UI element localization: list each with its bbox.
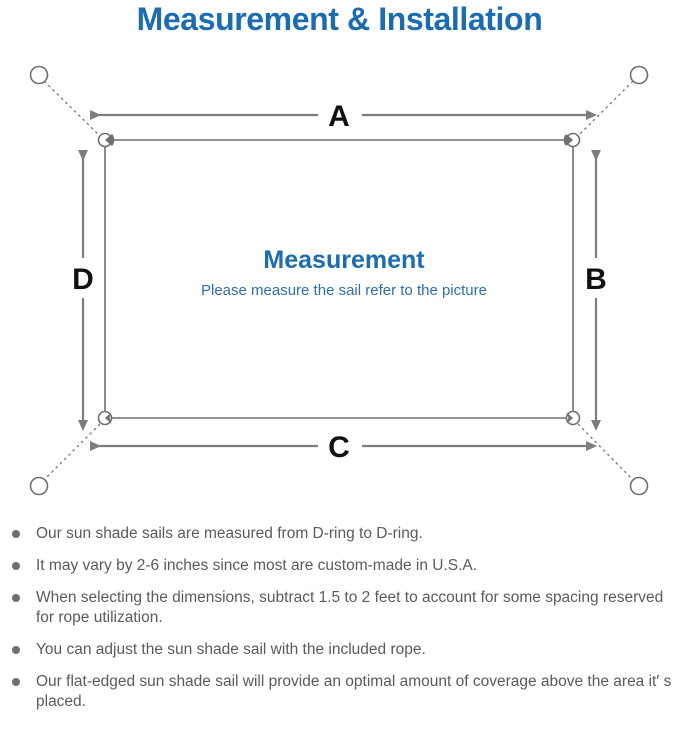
d-ring-tab-bottom-left [105, 412, 112, 424]
sail-center-subheading: Please measure the sail refer to the pic… [201, 282, 487, 299]
list-item: Our flat-edged sun shade sail will provi… [10, 672, 675, 712]
list-item: You can adjust the sun shade sail with t… [10, 640, 675, 660]
list-item: It may vary by 2-6 inches since most are… [10, 556, 675, 576]
anchor-top-left-icon [29, 65, 49, 85]
anchor-circles [29, 65, 649, 496]
bullet-icon [12, 646, 20, 654]
d-ring-tabs [105, 134, 573, 424]
notes-list: Our sun shade sails are measured from D-… [10, 524, 675, 724]
list-item-text: Our flat-edged sun shade sail will provi… [36, 673, 672, 710]
list-item-text: Our sun shade sails are measured from D-… [36, 525, 423, 542]
rope-bottom-right [577, 423, 634, 481]
bullet-icon [12, 678, 20, 686]
rope-bottom-left [43, 423, 101, 481]
dimension-label-c: C [328, 431, 350, 464]
bullet-icon [12, 530, 20, 538]
rope-top-right [577, 80, 634, 137]
d-ring-tab-bottom-right [566, 412, 573, 424]
rope-lines [43, 80, 634, 481]
dimension-label-b: B [585, 263, 607, 296]
d-ring-tab-top-left [105, 134, 115, 146]
bullet-icon [12, 594, 20, 602]
sail-rectangle [104, 139, 574, 419]
list-item: Our sun shade sails are measured from D-… [10, 524, 675, 544]
list-item-text: You can adjust the sun shade sail with t… [36, 641, 426, 658]
dimension-label-d: D [72, 263, 94, 296]
anchor-bottom-left-icon [29, 476, 49, 496]
measurement-diagram-svg: A C D B Measurement Please measure the s… [29, 65, 649, 496]
rope-top-left [43, 80, 101, 137]
dimension-label-a: A [328, 100, 350, 133]
anchor-bottom-right-icon [629, 476, 649, 496]
sail-center-heading: Measurement [263, 246, 425, 274]
list-item-text: It may vary by 2-6 inches since most are… [36, 557, 478, 574]
list-item-text: When selecting the dimensions, subtract … [36, 589, 664, 626]
measurement-diagram: A C D B Measurement Please measure the s… [0, 46, 679, 516]
list-item: When selecting the dimensions, subtract … [10, 588, 675, 628]
page-title: Measurement & Installation [136, 1, 543, 37]
d-ring-tab-top-right [563, 134, 573, 146]
bullet-icon [12, 562, 20, 570]
anchor-top-right-icon [629, 65, 649, 85]
